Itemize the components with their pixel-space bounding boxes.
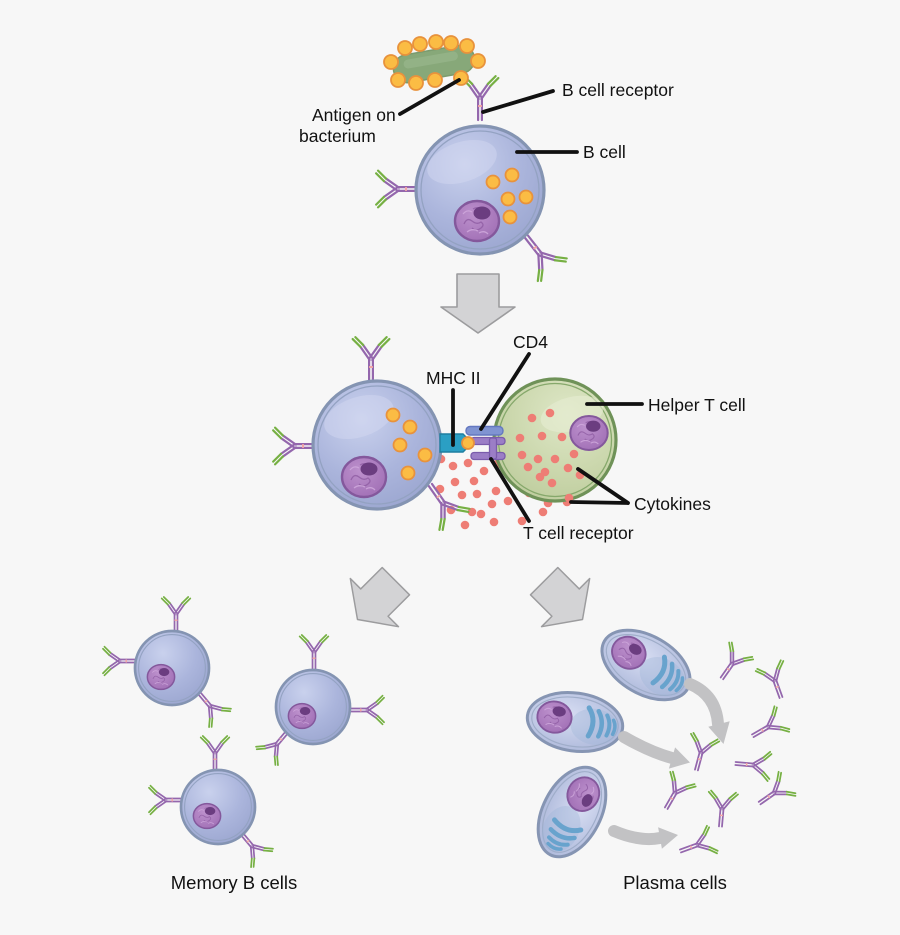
section-t-cell-help: CD4 MHC II Helper T cell Cytokines T cel… — [273, 332, 746, 543]
cytokine-dots-internal — [515, 408, 585, 503]
cytokines-pointer-lines — [569, 467, 630, 505]
secretion-arrow — [684, 678, 730, 744]
plasma-cells-label: Plasma cells — [623, 872, 727, 893]
antigen-label-line1: Antigen on — [312, 105, 396, 125]
b-cell-presenting — [273, 337, 470, 531]
immunological-synapse — [439, 425, 506, 461]
antigen-label-line2: bacterium — [299, 126, 376, 146]
b-cell — [376, 76, 568, 282]
secretion-arrow — [608, 825, 678, 849]
b-cell-label: B cell — [583, 142, 626, 162]
t-cell-receptor-label: T cell receptor — [523, 523, 634, 543]
section-plasma-cells: Plasma cells — [523, 616, 796, 893]
antigen-pointer-line — [398, 78, 461, 116]
b-cell-nucleus — [453, 199, 501, 243]
cytokines-label: Cytokines — [634, 494, 711, 514]
mhc2-label: MHC II — [426, 368, 480, 388]
helper-t-cell-nucleus — [569, 414, 609, 452]
memory-b-cells-label: Memory B cells — [171, 872, 297, 893]
helper-t-cell — [492, 377, 618, 503]
cd4-label: CD4 — [513, 332, 548, 352]
b-cell-nucleus — [340, 455, 388, 499]
b-cell-receptor-pointer-line — [481, 89, 555, 114]
section-antigen-recognition: Antigen on bacterium B cell receptor B c… — [299, 34, 674, 283]
b-cell-receptor-label: B cell receptor — [562, 80, 674, 100]
secretion-arrow — [618, 731, 690, 769]
cd4-molecule — [465, 425, 504, 436]
cd4-pointer-line — [479, 352, 531, 431]
helper-t-cell-label: Helper T cell — [648, 395, 746, 415]
internalized-antigen-dots — [385, 407, 433, 481]
section-memory-b-cells: Memory B cells — [103, 597, 384, 893]
presented-antigen-dot — [461, 436, 475, 450]
t-cell-receptor-pointer-line — [489, 457, 531, 523]
internalized-antigen-dots — [485, 167, 534, 225]
t-cell-receptor-molecule — [470, 436, 506, 461]
antigen-dots — [383, 34, 486, 91]
